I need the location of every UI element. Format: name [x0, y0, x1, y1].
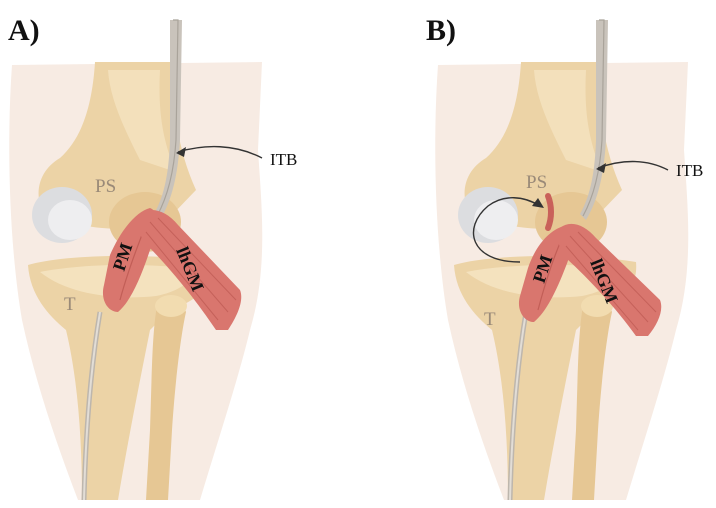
panel-letter-a: A): [8, 14, 40, 47]
label-itb-a: ITB: [270, 150, 297, 169]
gastrocnemius-lateral-head: [138, 209, 242, 330]
label-ps-b: PS: [526, 172, 547, 193]
panel-letter-b: B): [426, 14, 456, 47]
panel-b: B) PS T PM lhGM ITB: [426, 14, 703, 500]
label-itb-b: ITB: [676, 161, 703, 180]
itb-arrow-a: [177, 145, 263, 159]
label-t-a: T: [64, 294, 76, 315]
reroute-arrow: [472, 197, 541, 263]
label-ps-a: PS: [95, 176, 116, 197]
popliteus-muscle-b: [518, 226, 572, 322]
panel-a: A) PS T PM lhGM ITB: [8, 14, 297, 500]
popliteus-tendon: [545, 193, 554, 231]
label-t-b: T: [484, 309, 496, 330]
